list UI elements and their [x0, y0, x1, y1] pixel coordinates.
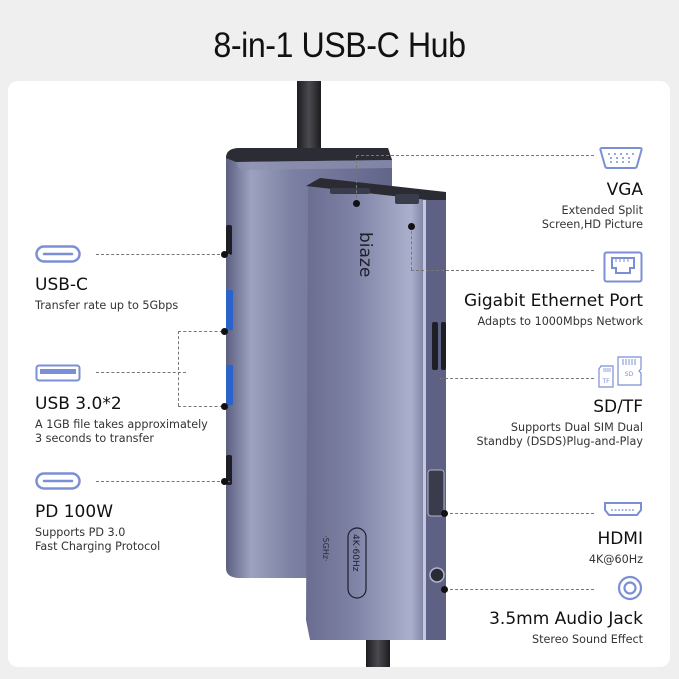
connector-dot-usb-c — [221, 251, 228, 258]
connector-bracket-usb-a — [178, 331, 179, 406]
feature-name: HDMI — [597, 529, 643, 549]
hdmi-icon — [604, 502, 642, 516]
feature-hdmi: HDMI 4K@60Hz — [589, 501, 643, 567]
feature-ethernet: Gigabit Ethernet Port Adapts to 1000Mbps… — [464, 251, 643, 329]
usb-c-power-icon — [35, 472, 81, 490]
usb-a-icon — [35, 364, 81, 382]
feature-audio: 3.5mm Audio Jack Stereo Sound Effect — [489, 575, 643, 647]
feature-name: VGA — [606, 180, 643, 200]
feature-usb-c: USB-C Transfer rate up to 5Gbps — [35, 245, 178, 313]
audio-jack-icon — [617, 575, 643, 601]
feature-usb-3: USB 3.0*2 A 1GB file takes approximately… — [35, 364, 208, 446]
feature-pd: PD 100W Supports PD 3.0 Fast Charging Pr… — [35, 472, 160, 554]
connector-line-hdmi — [445, 513, 594, 514]
feature-desc: Transfer rate up to 5Gbps — [35, 299, 179, 312]
connector-dot-pd — [221, 478, 228, 485]
connector-line-audio — [445, 589, 594, 590]
vga-icon — [599, 147, 643, 169]
usb-c-icon — [35, 245, 81, 263]
connector-bracket-top — [178, 331, 228, 332]
connector-line-usb-a — [96, 372, 186, 373]
connector-dot-hdmi — [441, 510, 448, 517]
feature-desc: Stereo Sound Effect — [532, 633, 643, 646]
ethernet-icon — [603, 251, 643, 283]
feature-name: SD/TF — [593, 397, 643, 417]
sd-tf-card-icon: TF SD — [598, 356, 642, 388]
connector-dot-ethernet — [408, 223, 415, 230]
feature-desc: 4K@60Hz — [588, 553, 643, 566]
feature-name: PD 100W — [35, 502, 114, 522]
feature-desc: Extended Split Screen,HD Picture — [541, 204, 643, 231]
connector-dot-vga — [353, 200, 360, 207]
svg-text:biaze: biaze — [355, 232, 375, 277]
svg-text:TF: TF — [601, 378, 610, 385]
connector-line-sd-tf — [440, 378, 594, 379]
svg-text:·5GHz·: ·5GHz· — [321, 535, 330, 562]
feature-name: 3.5mm Audio Jack — [489, 609, 643, 629]
svg-text:4K·60Hz: 4K·60Hz — [350, 534, 360, 572]
connector-dot-usb-a-2 — [221, 403, 228, 410]
connector-line-vga-v — [356, 155, 357, 203]
feature-name: USB-C — [35, 275, 88, 295]
connector-line-usb-c — [96, 254, 230, 255]
feature-desc: Supports PD 3.0 Fast Charging Protocol — [35, 526, 161, 553]
feature-sd-tf: TF SD SD/TF Supports Dual SIM Dual Stand… — [477, 355, 643, 449]
feature-name: Gigabit Ethernet Port — [463, 291, 643, 311]
svg-text:SD: SD — [625, 371, 634, 378]
connector-line-vga — [356, 155, 594, 156]
feature-desc: A 1GB file takes approximately 3 seconds… — [35, 418, 208, 445]
connector-dot-audio — [441, 586, 448, 593]
feature-desc: Adapts to 1000Mbps Network — [477, 315, 644, 328]
connector-line-ethernet — [411, 270, 594, 271]
connector-line-ethernet-v — [411, 226, 412, 270]
connector-dot-usb-a-1 — [221, 328, 228, 335]
feature-vga: VGA Extended Split Screen,HD Picture — [542, 146, 643, 232]
connector-bracket-bottom — [178, 406, 228, 407]
page-title: 8-in-1 USB-C Hub — [213, 26, 466, 65]
connector-line-pd — [96, 481, 230, 482]
feature-desc: Supports Dual SIM Dual Standby (DSDS)Plu… — [476, 421, 643, 448]
feature-card: biaze 4K·60Hz ·5GHz· — [8, 81, 670, 667]
feature-name: USB 3.0*2 — [35, 394, 122, 414]
usb-c-hub-illustration: biaze 4K·60Hz ·5GHz· — [226, 81, 446, 667]
